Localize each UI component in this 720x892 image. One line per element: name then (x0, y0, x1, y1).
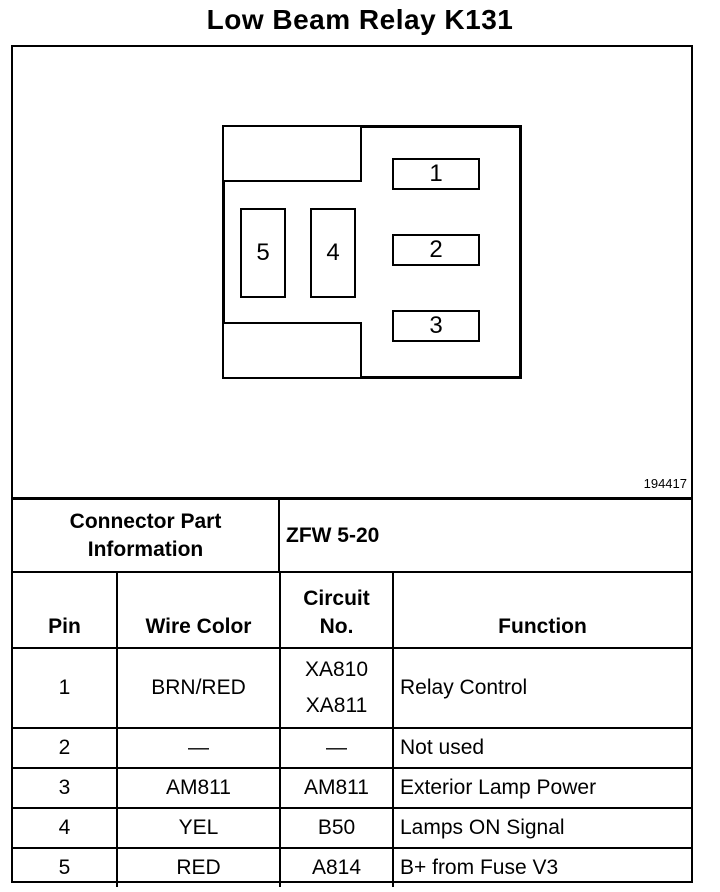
cell-circuit-a: XA810 (304, 658, 369, 681)
cell-function: B+ from Fuse V3 (392, 847, 691, 887)
cell-wire-color: — (116, 727, 281, 769)
table-row: 4 YEL B50 Lamps ON Signal (13, 807, 691, 849)
cell-wire-color: AM811 (116, 767, 281, 809)
header-circuit-line2: No. (319, 615, 354, 638)
table-row: 2 — — Not used (13, 727, 691, 769)
header-wire-color: Wire Color (116, 571, 281, 649)
figure-id: 194417 (643, 476, 687, 491)
header-function: Function (392, 571, 691, 649)
cell-circuit: — (279, 727, 394, 769)
connector-pin-4: 4 (310, 208, 356, 298)
table-row: 5 RED A814 B+ from Fuse V3 (13, 847, 691, 887)
header-circuit-line1: Circuit (303, 587, 370, 610)
cell-wire-color: YEL (116, 807, 281, 849)
cell-circuit: A814 (279, 847, 394, 887)
cell-circuit: AM811 (279, 767, 394, 809)
cell-pin: 1 (13, 647, 118, 729)
cell-circuit: B50 (279, 807, 394, 849)
connector-diagram: 1 2 3 4 5 194417 (13, 47, 691, 500)
cell-pin: 3 (13, 767, 118, 809)
cell-pin: 4 (13, 807, 118, 849)
connector-pin-5: 5 (240, 208, 286, 298)
connector-part-number: ZFW 5-20 (286, 523, 380, 547)
connector-pin-2: 2 (392, 234, 480, 266)
page-title: Low Beam Relay K131 (206, 4, 514, 35)
connector-latch-bottom (222, 322, 362, 379)
header-pin: Pin (13, 571, 118, 649)
connector-pin-3: 3 (392, 310, 480, 342)
cell-pin: 5 (13, 847, 118, 887)
connector-face: 1 2 3 4 5 (222, 125, 522, 379)
cell-function: Lamps ON Signal (392, 807, 691, 849)
cell-function: Relay Control (392, 647, 691, 729)
cell-wire-color: BRN/RED (116, 647, 281, 729)
info-label-line1: Connector Part (69, 509, 222, 533)
cell-circuit-b: XA811 (305, 694, 368, 717)
cell-wire-color: RED (116, 847, 281, 887)
table-row: 3 AM811 AM811 Exterior Lamp Power (13, 767, 691, 809)
connector-pin-1: 1 (392, 158, 480, 190)
cell-function: Exterior Lamp Power (392, 767, 691, 809)
cell-pin: 2 (13, 727, 118, 769)
cell-function: Not used (392, 727, 691, 769)
connector-latch-top (222, 125, 362, 182)
info-label-line2: Information (87, 537, 204, 561)
